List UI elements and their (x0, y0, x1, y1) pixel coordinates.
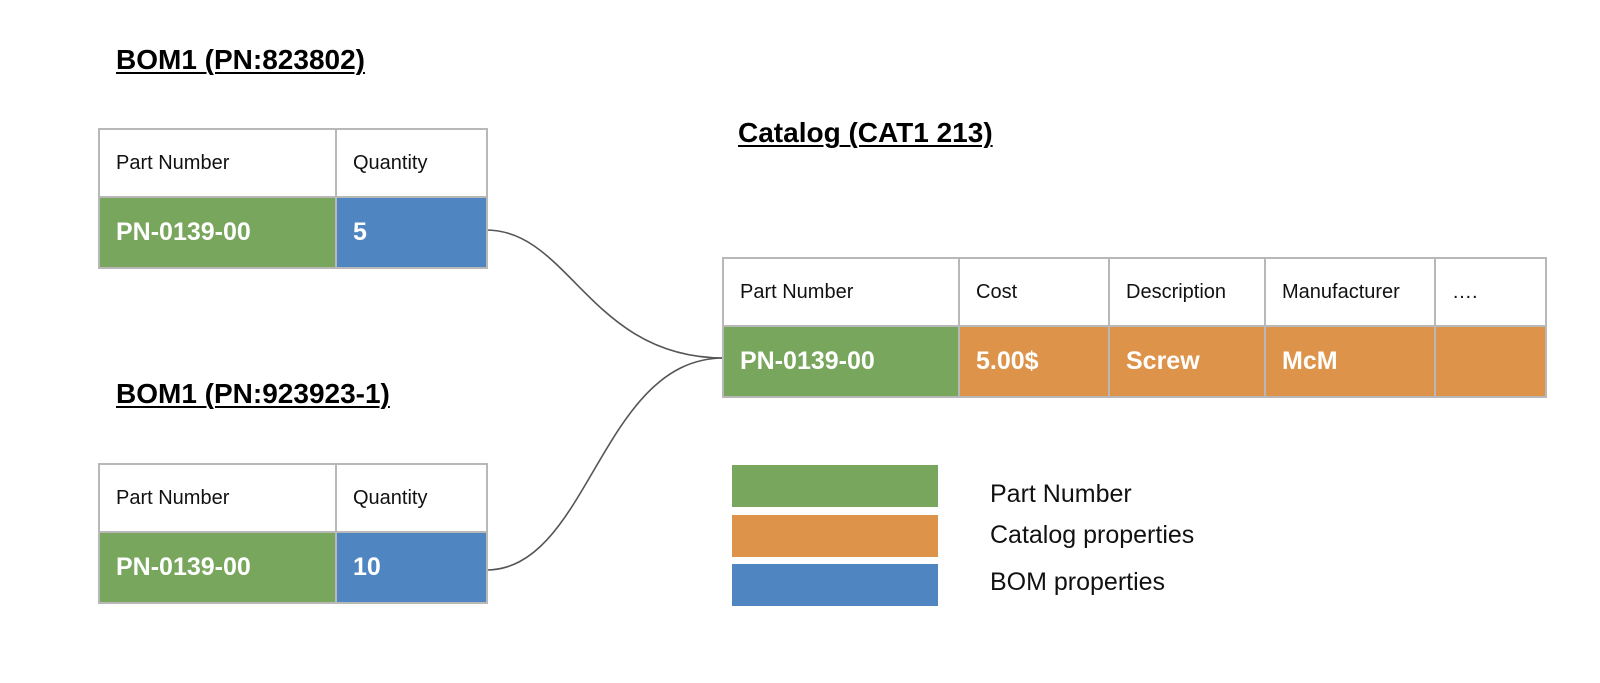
catalog-more-cell (1434, 325, 1547, 398)
bom-a-header-part-number: Part Number (98, 128, 337, 198)
catalog-table: Part Number Cost Description Manufacture… (722, 257, 1547, 398)
connector-bom-b-to-catalog (485, 357, 725, 571)
catalog-data-row: PN-0139-00 5.00$ Screw McM (722, 325, 1547, 398)
bom-b-header-row: Part Number Quantity (98, 463, 488, 533)
bom-b-title: BOM1 (PN:923923-1) (116, 378, 390, 409)
bom-a-table: Part Number Quantity PN-0139-00 5 (98, 128, 488, 269)
bom-b-header-quantity: Quantity (335, 463, 488, 533)
legend-swatch-bom-properties (732, 564, 938, 606)
bom-b-quantity-cell: 10 (335, 531, 488, 604)
legend-label-catalog-properties: Catalog properties (990, 521, 1195, 549)
bom-a-part-number-cell: PN-0139-00 (98, 196, 337, 269)
catalog-header-manufacturer: Manufacturer (1264, 257, 1436, 327)
catalog-part-number-cell: PN-0139-00 (722, 325, 960, 398)
bom-a-quantity-cell: 5 (335, 196, 488, 269)
catalog-manufacturer-cell: McM (1264, 325, 1436, 398)
bom-a-header-row: Part Number Quantity (98, 128, 488, 198)
bom-b-table: Part Number Quantity PN-0139-00 10 (98, 463, 488, 604)
legend-label-part-number: Part Number (990, 480, 1132, 508)
bom-a-title: BOM1 (PN:823802) (116, 44, 365, 75)
legend-swatch-part-number (732, 465, 938, 507)
catalog-title: Catalog (CAT1 213) (738, 117, 993, 148)
catalog-cost-cell: 5.00$ (958, 325, 1110, 398)
bom-a-header-quantity: Quantity (335, 128, 488, 198)
catalog-header-row: Part Number Cost Description Manufacture… (722, 257, 1547, 327)
catalog-header-description: Description (1108, 257, 1266, 327)
legend-label-bom-properties: BOM properties (990, 568, 1166, 596)
catalog-header-more: …. (1434, 257, 1547, 327)
catalog-header-cost: Cost (958, 257, 1110, 327)
catalog-description-cell: Screw (1108, 325, 1266, 398)
bom-a-data-row: PN-0139-00 5 (98, 196, 488, 269)
catalog-header-part-number: Part Number (722, 257, 960, 327)
bom-b-part-number-cell: PN-0139-00 (98, 531, 337, 604)
bom-b-header-part-number: Part Number (98, 463, 337, 533)
legend-swatch-catalog-properties (732, 515, 938, 557)
bom-b-data-row: PN-0139-00 10 (98, 531, 488, 604)
connector-bom-a-to-catalog (485, 229, 725, 359)
